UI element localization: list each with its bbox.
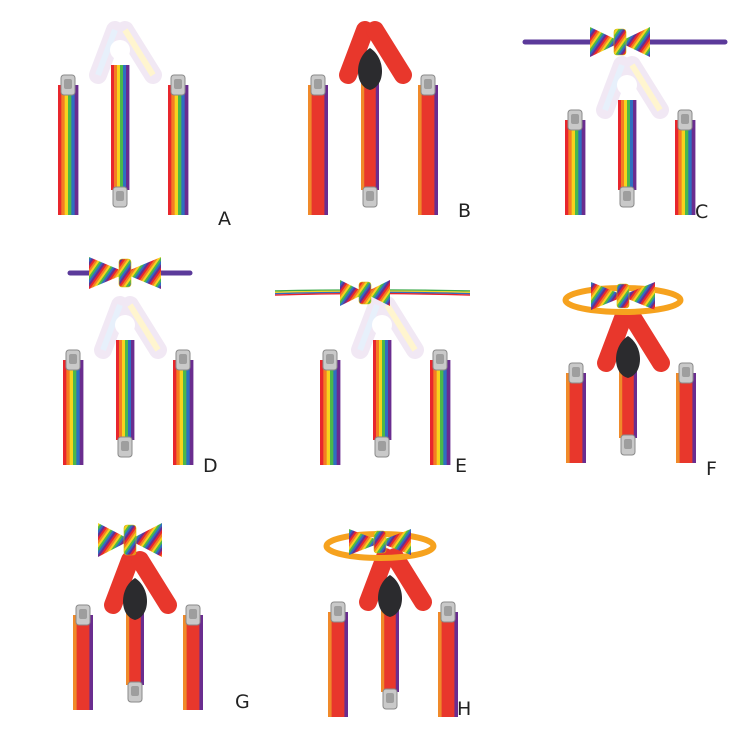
suspenders-image-h — [323, 529, 458, 717]
bowtie-icon — [98, 523, 162, 557]
center-strap — [373, 340, 392, 440]
suspenders-image-g — [73, 523, 203, 710]
right-clip-icon — [432, 349, 448, 371]
suspenders-image-c — [522, 27, 728, 215]
suspenders-image-f — [562, 282, 696, 463]
leather-patch — [378, 575, 402, 617]
product-variant-c: C — [515, 20, 730, 235]
center-strap — [116, 340, 135, 440]
right-strap — [173, 360, 194, 465]
left-strap — [58, 85, 79, 215]
center-clip-icon — [362, 186, 378, 208]
left-strap — [565, 120, 586, 215]
variant-label-d: D — [203, 455, 218, 477]
strap-junction — [617, 75, 637, 95]
bowtie-icon — [340, 280, 390, 306]
suspenders-image-d — [63, 257, 194, 465]
left-strap — [308, 85, 328, 215]
back-straps — [104, 551, 177, 614]
right-clip-icon — [175, 349, 191, 371]
product-variant-d: D — [45, 245, 245, 485]
left-clip-icon — [65, 349, 81, 371]
variant-label-g: G — [235, 691, 250, 713]
variant-label-e: E — [455, 455, 468, 477]
variant-label-f: F — [706, 458, 717, 480]
left-strap — [328, 612, 348, 717]
center-clip-icon — [620, 434, 636, 456]
product-variant-h: H — [310, 512, 490, 737]
left-clip-icon — [310, 74, 326, 96]
center-clip-icon — [127, 681, 143, 703]
back-straps — [89, 21, 162, 84]
variant-label-h: H — [457, 698, 472, 720]
center-strap — [618, 100, 637, 190]
strap-junction — [372, 315, 392, 335]
right-strap — [430, 360, 451, 465]
right-clip-icon — [440, 601, 456, 623]
product-variant-g: G — [55, 515, 265, 730]
left-strap — [73, 615, 93, 710]
left-clip-icon — [568, 362, 584, 384]
back-straps — [359, 548, 432, 611]
strap-junction — [110, 40, 130, 60]
right-strap — [168, 85, 189, 215]
back-straps — [339, 21, 412, 84]
center-clip-icon — [374, 436, 390, 458]
product-variant-e: E — [270, 265, 480, 485]
suspenders-image-e — [274, 280, 471, 465]
right-strap — [676, 373, 696, 463]
suspenders-image-b — [308, 21, 438, 215]
leather-patch — [616, 336, 640, 378]
right-clip-icon — [678, 362, 694, 384]
center-clip-icon — [117, 436, 133, 458]
right-strap — [675, 120, 696, 215]
variant-label-a: A — [218, 208, 231, 230]
product-variant-f: F — [548, 268, 738, 483]
center-clip-icon — [112, 186, 128, 208]
left-strap — [63, 360, 84, 465]
left-strap — [566, 373, 586, 463]
back-straps — [597, 309, 670, 372]
right-clip-icon — [677, 109, 693, 131]
left-clip-icon — [330, 601, 346, 623]
back-straps — [596, 56, 669, 119]
center-strap — [111, 65, 130, 190]
back-straps — [351, 296, 424, 359]
right-clip-icon — [170, 74, 186, 96]
bowtie-icon — [89, 257, 161, 289]
leather-patch — [358, 48, 382, 90]
product-variant-a: A — [40, 20, 240, 235]
variant-label-b: B — [458, 200, 472, 222]
left-clip-icon — [322, 349, 338, 371]
left-clip-icon — [60, 74, 76, 96]
bowtie-icon — [590, 27, 650, 57]
center-clip-icon — [382, 688, 398, 710]
product-variant-b: B — [290, 20, 490, 235]
left-clip-icon — [567, 109, 583, 131]
right-clip-icon — [185, 604, 201, 626]
right-strap — [418, 85, 438, 215]
leather-patch — [123, 578, 147, 620]
back-straps — [94, 296, 167, 359]
left-clip-icon — [75, 604, 91, 626]
right-strap — [438, 612, 458, 717]
center-clip-icon — [619, 186, 635, 208]
left-strap — [320, 360, 341, 465]
center-strap — [381, 592, 399, 692]
center-strap — [361, 65, 379, 190]
bowtie-icon — [591, 282, 655, 310]
strap-junction — [115, 315, 135, 335]
right-clip-icon — [420, 74, 436, 96]
variant-label-c: C — [695, 201, 709, 223]
bowtie-icon — [349, 529, 411, 555]
right-strap — [183, 615, 203, 710]
suspenders-image-a — [58, 21, 189, 215]
